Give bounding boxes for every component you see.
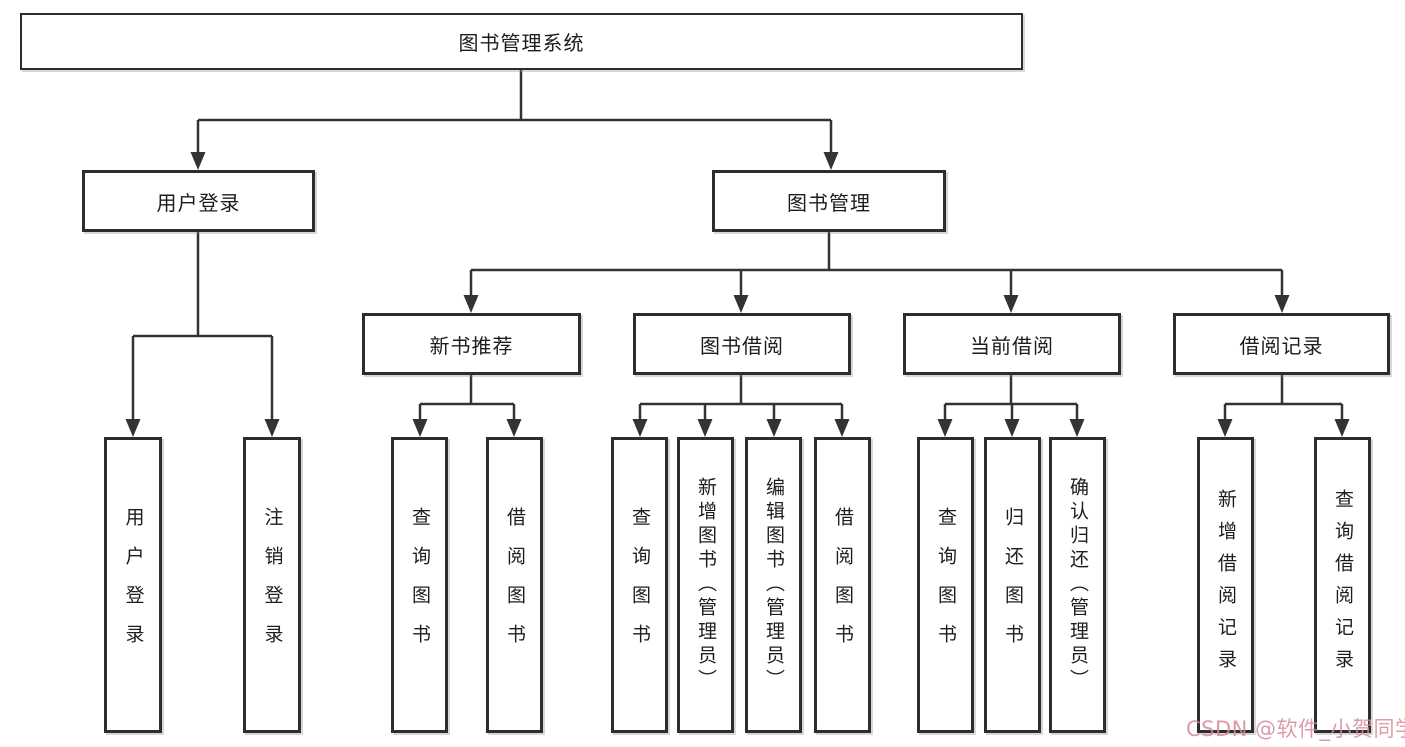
connector-recommend-to-leaves [418, 375, 516, 421]
node-leaf-edit-book-admin: 编辑图书（管理员） [745, 437, 802, 733]
node-current-borrow-label: 当前借阅 [970, 333, 1054, 358]
connector-root-to-level2 [196, 70, 833, 154]
node-leaf-edit-book-admin-label: 编辑图书（管理员） [763, 477, 785, 693]
arrowheads [125, 152, 1350, 437]
node-leaf-logout: 注销登录 [243, 437, 301, 733]
node-leaf-add-borrow-record-label: 新增借阅记录 [1215, 489, 1237, 681]
node-leaf-add-borrow-record: 新增借阅记录 [1197, 437, 1254, 733]
node-new-book-recommend: 新书推荐 [362, 313, 581, 375]
node-current-borrow: 当前借阅 [903, 313, 1121, 375]
node-leaf-query-books-current: 查询图书 [917, 437, 974, 733]
node-root-system: 图书管理系统 [20, 13, 1023, 70]
node-leaf-query-books-borrow-label: 查询图书 [629, 507, 651, 663]
node-leaf-logout-label: 注销登录 [261, 507, 284, 663]
node-leaf-query-borrow-record-label: 查询借阅记录 [1332, 489, 1354, 681]
node-new-book-recommend-label: 新书推荐 [429, 333, 514, 358]
node-leaf-add-book-admin: 新增图书（管理员） [677, 437, 734, 733]
node-book-borrow-label: 图书借阅 [700, 333, 784, 358]
node-book-management-label: 图书管理 [787, 190, 871, 215]
node-leaf-user-login-label: 用户登录 [122, 507, 145, 663]
node-leaf-confirm-return-admin: 确认归还（管理员） [1049, 437, 1106, 733]
connector-login-to-leaves [131, 232, 274, 421]
node-leaf-return-book-label: 归还图书 [1002, 507, 1024, 663]
node-leaf-confirm-return-admin-label: 确认归还（管理员） [1067, 477, 1089, 693]
csdn-watermark: CSDN @软件_小贺同学 [1186, 717, 1405, 741]
node-leaf-query-books-recommend-label: 查询图书 [409, 507, 431, 663]
node-leaf-borrow-books: 借阅图书 [814, 437, 871, 733]
connector-borrow-to-leaves [638, 375, 844, 421]
connector-records-to-leaves [1223, 375, 1344, 421]
node-book-borrow: 图书借阅 [633, 313, 851, 375]
node-leaf-user-login: 用户登录 [104, 437, 162, 733]
node-leaf-return-book: 归还图书 [984, 437, 1041, 733]
node-user-login: 用户登录 [82, 170, 315, 232]
node-borrow-records-label: 借阅记录 [1239, 333, 1324, 358]
node-leaf-query-books-recommend: 查询图书 [391, 437, 448, 733]
connector-mgmt-to-level3 [469, 232, 1284, 297]
node-leaf-borrow-books-recommend: 借阅图书 [486, 437, 543, 733]
node-leaf-query-borrow-record: 查询借阅记录 [1314, 437, 1371, 733]
node-leaf-borrow-books-recommend-label: 借阅图书 [504, 507, 526, 663]
connector-current-to-leaves [943, 375, 1079, 421]
node-user-login-label: 用户登录 [156, 190, 241, 215]
node-leaf-query-books-current-label: 查询图书 [935, 507, 957, 663]
node-leaf-borrow-books-label: 借阅图书 [832, 507, 854, 663]
node-leaf-query-books-borrow: 查询图书 [611, 437, 668, 733]
node-book-management: 图书管理 [712, 170, 946, 232]
node-root-system-label: 图书管理系统 [458, 31, 585, 55]
node-borrow-records: 借阅记录 [1173, 313, 1390, 375]
node-leaf-add-book-admin-label: 新增图书（管理员） [695, 477, 717, 693]
